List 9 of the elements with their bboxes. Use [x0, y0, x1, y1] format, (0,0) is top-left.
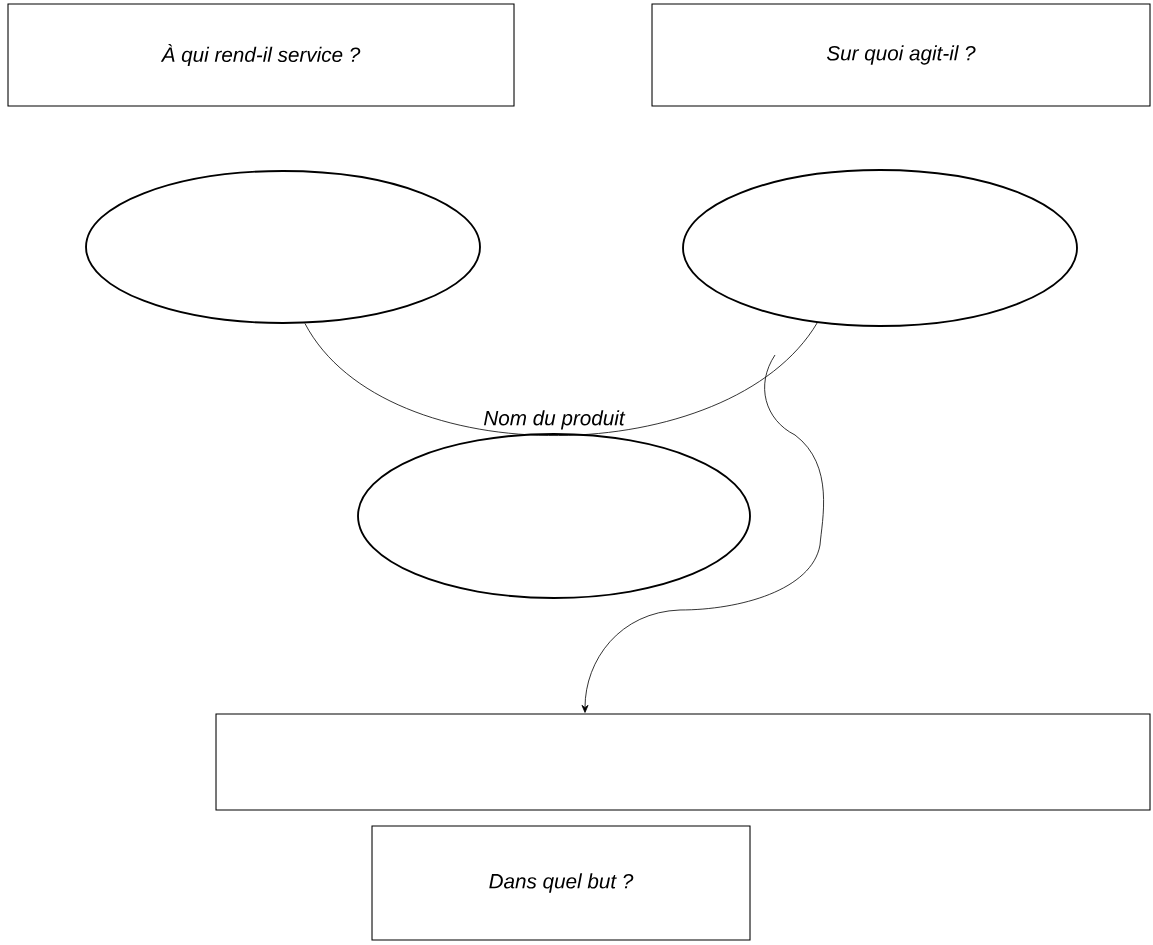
- arrow: [581, 354, 824, 713]
- horn-curve: [304, 322, 818, 436]
- node-label: Nom du produit: [483, 410, 626, 430]
- text-box: Sur quoi agit-il ?: [651, 3, 1151, 107]
- empty-box: [215, 713, 1151, 811]
- ellipse: [682, 169, 1078, 327]
- ellipse: [85, 170, 481, 324]
- text-box: À qui rend-il service ?: [7, 3, 515, 107]
- text-box: Dans quel but ?: [371, 825, 751, 941]
